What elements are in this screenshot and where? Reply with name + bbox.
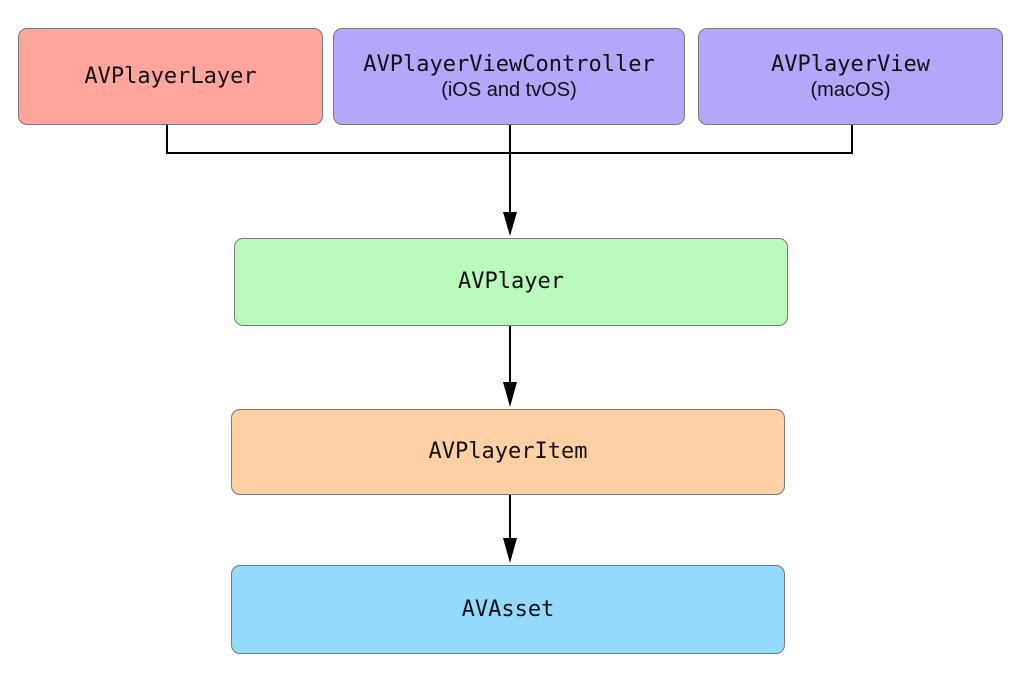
node-avasset: AVAsset xyxy=(231,565,785,654)
node-title: AVPlayerViewController xyxy=(363,51,655,77)
node-avplayerlayer: AVPlayerLayer xyxy=(18,28,323,125)
node-title: AVPlayerItem xyxy=(428,439,588,464)
arrowhead-to-asset xyxy=(503,538,517,563)
node-avplayer: AVPlayer xyxy=(234,238,788,326)
node-subtitle: (macOS) xyxy=(810,78,891,101)
node-avplayerview: AVPlayerView (macOS) xyxy=(698,28,1003,125)
edge-view-to-bracket xyxy=(510,125,853,154)
node-title: AVPlayer xyxy=(458,269,564,294)
node-subtitle: (iOS and tvOS) xyxy=(441,78,577,101)
node-title: AVAsset xyxy=(461,596,555,622)
node-avplayeritem: AVPlayerItem xyxy=(231,409,785,495)
arrowhead-to-item xyxy=(503,382,517,407)
arrowhead-to-player xyxy=(503,212,517,236)
node-title: AVPlayerLayer xyxy=(84,63,257,89)
edge-layer-to-bracket xyxy=(166,125,510,154)
node-title: AVPlayerView xyxy=(771,51,930,77)
node-avplayerviewcontroller: AVPlayerViewController (iOS and tvOS) xyxy=(333,28,685,125)
